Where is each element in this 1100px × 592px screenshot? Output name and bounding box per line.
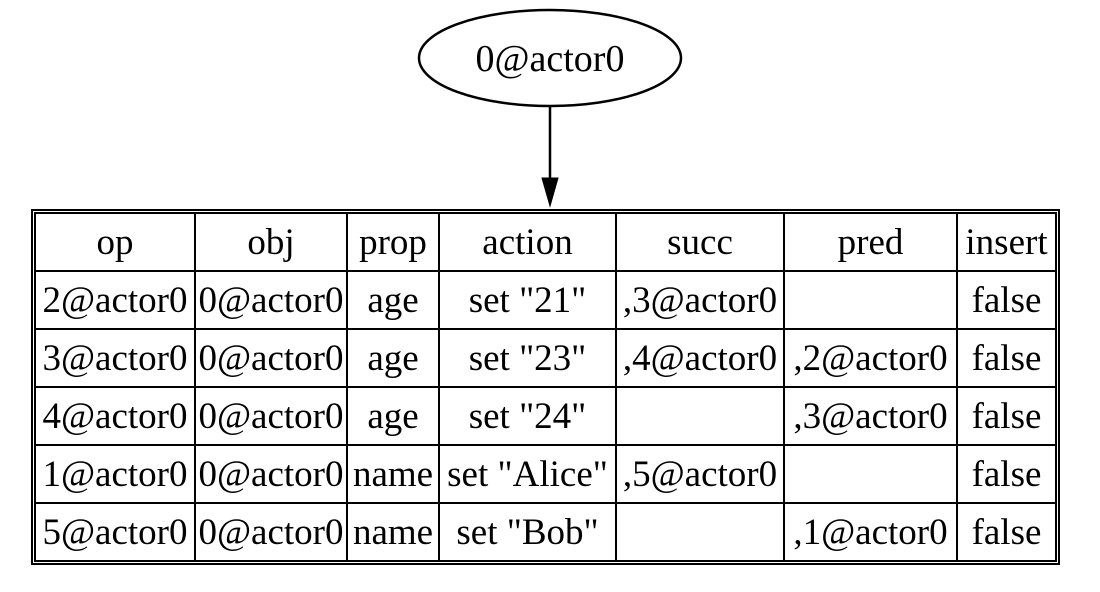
cell-insert: false bbox=[956, 270, 1057, 330]
cell-insert: false bbox=[956, 386, 1057, 446]
table-row: 2@actor0 0@actor0 age set "21" ,3@actor0… bbox=[34, 270, 1057, 330]
cell-pred bbox=[783, 444, 958, 504]
operations-table: op obj prop action succ pred insert 2@ac… bbox=[34, 212, 1057, 562]
column-header-obj: obj bbox=[194, 212, 348, 272]
cell-obj: 0@actor0 bbox=[194, 502, 348, 562]
header-row: op obj prop action succ pred insert bbox=[34, 212, 1057, 272]
cell-action: set "24" bbox=[438, 386, 617, 446]
cell-pred: ,2@actor0 bbox=[783, 328, 958, 388]
table-row: 1@actor0 0@actor0 name set "Alice" ,5@ac… bbox=[34, 444, 1057, 504]
cell-obj: 0@actor0 bbox=[194, 270, 348, 330]
cell-pred bbox=[783, 270, 958, 330]
column-header-op: op bbox=[34, 212, 196, 272]
cell-prop: age bbox=[346, 386, 440, 446]
table-row: 3@actor0 0@actor0 age set "23" ,4@actor0… bbox=[34, 328, 1057, 388]
cell-succ: ,3@actor0 bbox=[615, 270, 785, 330]
cell-op: 1@actor0 bbox=[34, 444, 196, 504]
cell-succ: ,5@actor0 bbox=[615, 444, 785, 504]
cell-pred: ,3@actor0 bbox=[783, 386, 958, 446]
operations-table-border: op obj prop action succ pred insert 2@ac… bbox=[31, 209, 1060, 565]
cell-obj: 0@actor0 bbox=[194, 328, 348, 388]
edge-arrowhead-icon bbox=[541, 177, 559, 208]
cell-op: 4@actor0 bbox=[34, 386, 196, 446]
column-header-insert: insert bbox=[956, 212, 1057, 272]
cell-obj: 0@actor0 bbox=[194, 386, 348, 446]
column-header-pred: pred bbox=[783, 212, 958, 272]
cell-op: 3@actor0 bbox=[34, 328, 196, 388]
graph-node-and-edge: 0@actor0 bbox=[417, 8, 683, 208]
cell-prop: name bbox=[346, 502, 440, 562]
cell-op: 2@actor0 bbox=[34, 270, 196, 330]
cell-insert: false bbox=[956, 502, 1057, 562]
cell-action: set "21" bbox=[438, 270, 617, 330]
cell-succ: ,4@actor0 bbox=[615, 328, 785, 388]
column-header-prop: prop bbox=[346, 212, 440, 272]
cell-obj: 0@actor0 bbox=[194, 444, 348, 504]
cell-pred: ,1@actor0 bbox=[783, 502, 958, 562]
cell-op: 5@actor0 bbox=[34, 502, 196, 562]
table-row: 5@actor0 0@actor0 name set "Bob" ,1@acto… bbox=[34, 502, 1057, 562]
cell-action: set "23" bbox=[438, 328, 617, 388]
column-header-action: action bbox=[438, 212, 617, 272]
cell-action: set "Alice" bbox=[438, 444, 617, 504]
cell-prop: age bbox=[346, 270, 440, 330]
table-row: 4@actor0 0@actor0 age set "24" ,3@actor0… bbox=[34, 386, 1057, 446]
cell-prop: name bbox=[346, 444, 440, 504]
cell-insert: false bbox=[956, 444, 1057, 504]
column-header-succ: succ bbox=[615, 212, 785, 272]
cell-succ bbox=[615, 386, 785, 446]
cell-prop: age bbox=[346, 328, 440, 388]
cell-succ bbox=[615, 502, 785, 562]
node-label: 0@actor0 bbox=[476, 38, 625, 80]
cell-insert: false bbox=[956, 328, 1057, 388]
cell-action: set "Bob" bbox=[438, 502, 617, 562]
